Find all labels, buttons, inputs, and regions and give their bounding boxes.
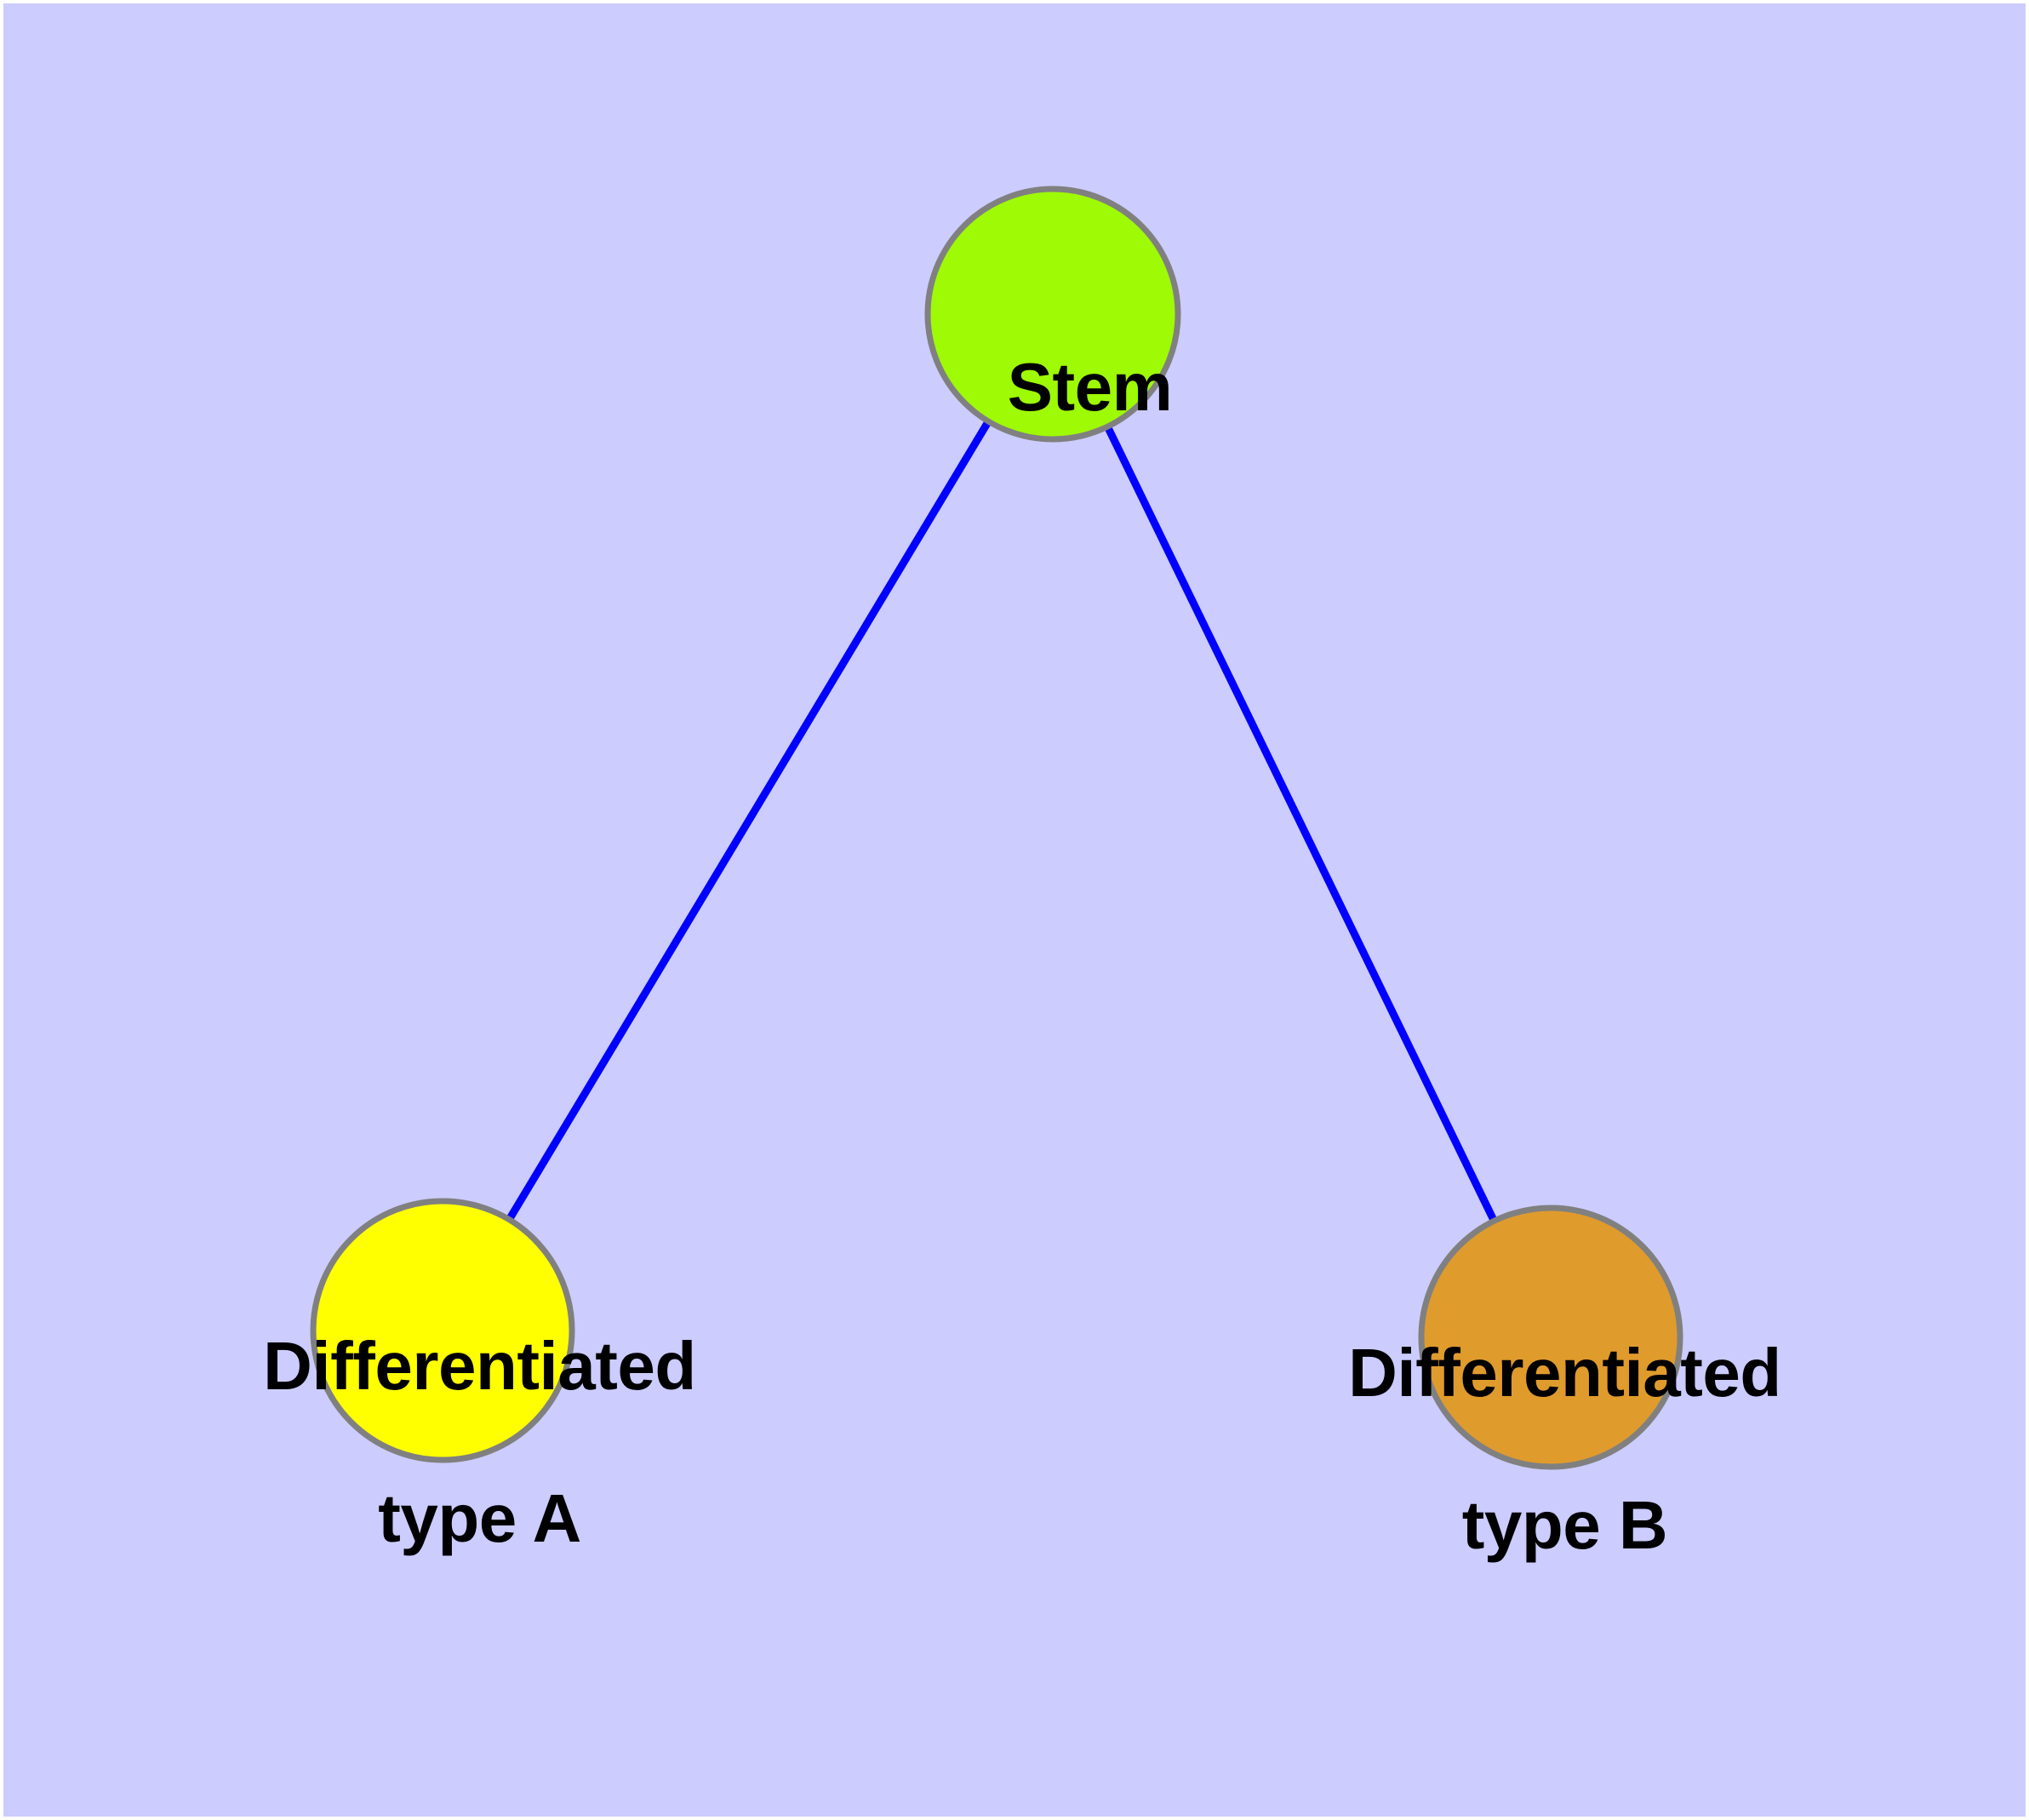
edge-stem-to-differentiated-type-b[interactable]	[1102, 421, 1500, 1226]
node-circle-stem[interactable]	[924, 186, 1181, 443]
node-group	[310, 186, 1683, 1470]
node-circle-differentiated-type-b[interactable]	[1418, 1205, 1683, 1470]
edge-group	[504, 416, 1500, 1226]
edge-stem-to-differentiated-type-a[interactable]	[504, 416, 994, 1225]
node-circle-differentiated-type-a[interactable]	[310, 1198, 575, 1463]
